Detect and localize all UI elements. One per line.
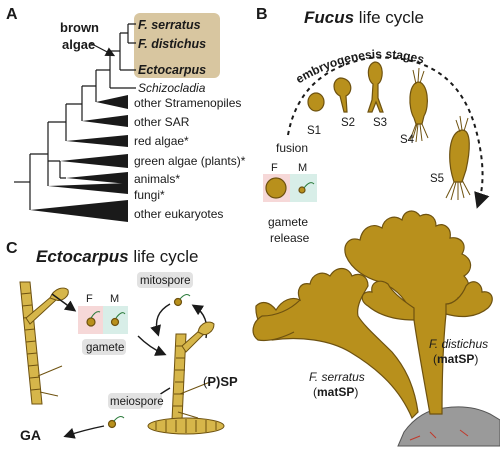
gamete-label-box bbox=[82, 339, 126, 355]
f-distichus-name: F. distichus bbox=[429, 337, 488, 351]
taxon-other-sar: other SAR bbox=[134, 115, 190, 129]
clade-other-eukaryotes bbox=[30, 200, 128, 222]
c-female-flagellum bbox=[90, 311, 101, 319]
brown-algae-label: brown bbox=[60, 20, 99, 35]
sp-close: )SP bbox=[216, 374, 238, 389]
ga-to-gamete-arrow bbox=[51, 293, 77, 312]
meiospore-label: meiospore bbox=[110, 396, 164, 408]
f-distichus-sp: (matSP) bbox=[433, 352, 478, 366]
ga-label: GA bbox=[20, 427, 41, 443]
sporophyte-filament bbox=[147, 321, 225, 435]
stage-label-s4: S4 bbox=[400, 134, 415, 146]
meiospore-flagellum bbox=[113, 416, 125, 422]
ectocarpus-title-rest: life cycle bbox=[129, 247, 199, 266]
fucus-title: Fucus life cycle bbox=[304, 8, 424, 27]
panel-a: A brown algae F. serratus bbox=[6, 6, 246, 222]
b-female-label: F bbox=[271, 162, 278, 174]
c-female-gamete bbox=[86, 317, 96, 327]
c-male-flagellum bbox=[115, 312, 126, 319]
stage-label-s5: S5 bbox=[430, 173, 444, 185]
b-sperm-cell bbox=[298, 186, 306, 194]
rock bbox=[397, 406, 500, 447]
c-male-label: M bbox=[110, 293, 119, 305]
f-serratus-name: F. serratus bbox=[309, 370, 365, 384]
embryogenesis-arc-arrow bbox=[287, 56, 490, 209]
taxon-other-stramenopiles: other Stramenopiles bbox=[134, 96, 241, 110]
f-distichus-sp-bold: matSP bbox=[437, 352, 474, 366]
meiospore-label-box bbox=[108, 393, 162, 409]
embryo-stage-s1 bbox=[307, 92, 325, 112]
meiospore-cell bbox=[107, 419, 117, 429]
panel-c: C Ectocarpus life cycle F M gamete mitos… bbox=[6, 240, 238, 443]
taxon-f-serratus: F. serratus bbox=[138, 18, 201, 32]
mitospore-flagellum bbox=[179, 294, 191, 300]
mitospore-cycle-arrow-1 bbox=[150, 303, 171, 337]
fucus-title-italic: Fucus bbox=[304, 8, 354, 27]
clade-green-algae bbox=[60, 154, 128, 168]
gametophyte-filament bbox=[19, 281, 69, 405]
fucus-title-rest: life cycle bbox=[354, 8, 424, 27]
panel-c-letter: C bbox=[6, 240, 18, 257]
taxon-schizocladia: Schizocladia bbox=[138, 81, 206, 95]
stage-label-s2: S2 bbox=[341, 117, 355, 129]
brown-algae-highlight bbox=[134, 13, 220, 78]
mitospore-cell bbox=[173, 297, 183, 307]
phylogenetic-tree bbox=[14, 23, 136, 222]
gamete-label: gamete bbox=[86, 342, 124, 354]
taxon-fungi: fungi* bbox=[134, 188, 165, 202]
gamete-release-label-1: gamete bbox=[268, 215, 308, 229]
fucus-distichus-thallus bbox=[344, 210, 493, 415]
stage-label-s1: S1 bbox=[307, 125, 321, 137]
gamete-to-sp-arrow bbox=[137, 335, 167, 356]
f-serratus-sp: (matSP) bbox=[313, 385, 358, 399]
panel-a-letter: A bbox=[6, 6, 18, 23]
embryo-stage-s5 bbox=[445, 115, 471, 201]
clade-red-algae bbox=[66, 135, 128, 147]
b-egg-cell bbox=[265, 177, 287, 199]
mitospore-label: mitospore bbox=[140, 275, 191, 287]
taxon-red-algae: red algae* bbox=[134, 134, 189, 148]
ectocarpus-title-italic: Ectocarpus bbox=[36, 247, 129, 266]
taxon-f-distichus: F. distichus bbox=[138, 37, 206, 51]
c-male-gamete bbox=[110, 317, 120, 327]
meiospore-to-ga-arrow bbox=[63, 425, 105, 439]
embryogenesis-label: embryogenesis stages bbox=[293, 47, 426, 86]
taxon-animals: animals* bbox=[134, 172, 180, 186]
panel-b: B Fucus life cycle embryogenesis stages … bbox=[252, 6, 500, 447]
c-female-label: F bbox=[86, 293, 93, 305]
b-male-label: M bbox=[298, 162, 307, 174]
embryo-stage-s4 bbox=[409, 67, 429, 143]
brown-algae-arrow bbox=[89, 42, 116, 57]
embryo-stage-s3 bbox=[367, 61, 384, 113]
taxon-ectocarpus: Ectocarpus bbox=[138, 63, 206, 77]
mitospore-label-box bbox=[137, 272, 193, 288]
clade-fungi bbox=[48, 183, 128, 194]
sp-open: ( bbox=[203, 374, 208, 389]
rock-specks bbox=[409, 429, 469, 441]
clade-animals bbox=[66, 172, 128, 184]
embryo-stage-s2 bbox=[333, 77, 352, 113]
clade-other-sar bbox=[82, 115, 128, 127]
clade-other-stramenopiles bbox=[96, 95, 128, 109]
taxon-other-eukaryotes: other eukaryotes bbox=[134, 207, 223, 221]
brown-algae-label-2: algae bbox=[62, 37, 95, 52]
sp-p: P bbox=[207, 374, 216, 389]
taxon-green-algae: green algae (plants)* bbox=[134, 154, 246, 168]
ectocarpus-title: Ectocarpus life cycle bbox=[36, 247, 199, 266]
embryogenesis-textpath: embryogenesis stages bbox=[293, 47, 426, 86]
gamete-release-label-2: release bbox=[270, 231, 310, 245]
fucus-serratus-thallus bbox=[252, 267, 419, 420]
sporophyte-label: (P)SP bbox=[203, 374, 238, 389]
b-sperm-flagellum bbox=[303, 182, 315, 189]
fusion-label: fusion bbox=[276, 141, 308, 155]
panel-b-letter: B bbox=[256, 6, 268, 23]
stage-label-s3: S3 bbox=[373, 117, 387, 129]
f-serratus-sp-bold: matSP bbox=[317, 385, 354, 399]
